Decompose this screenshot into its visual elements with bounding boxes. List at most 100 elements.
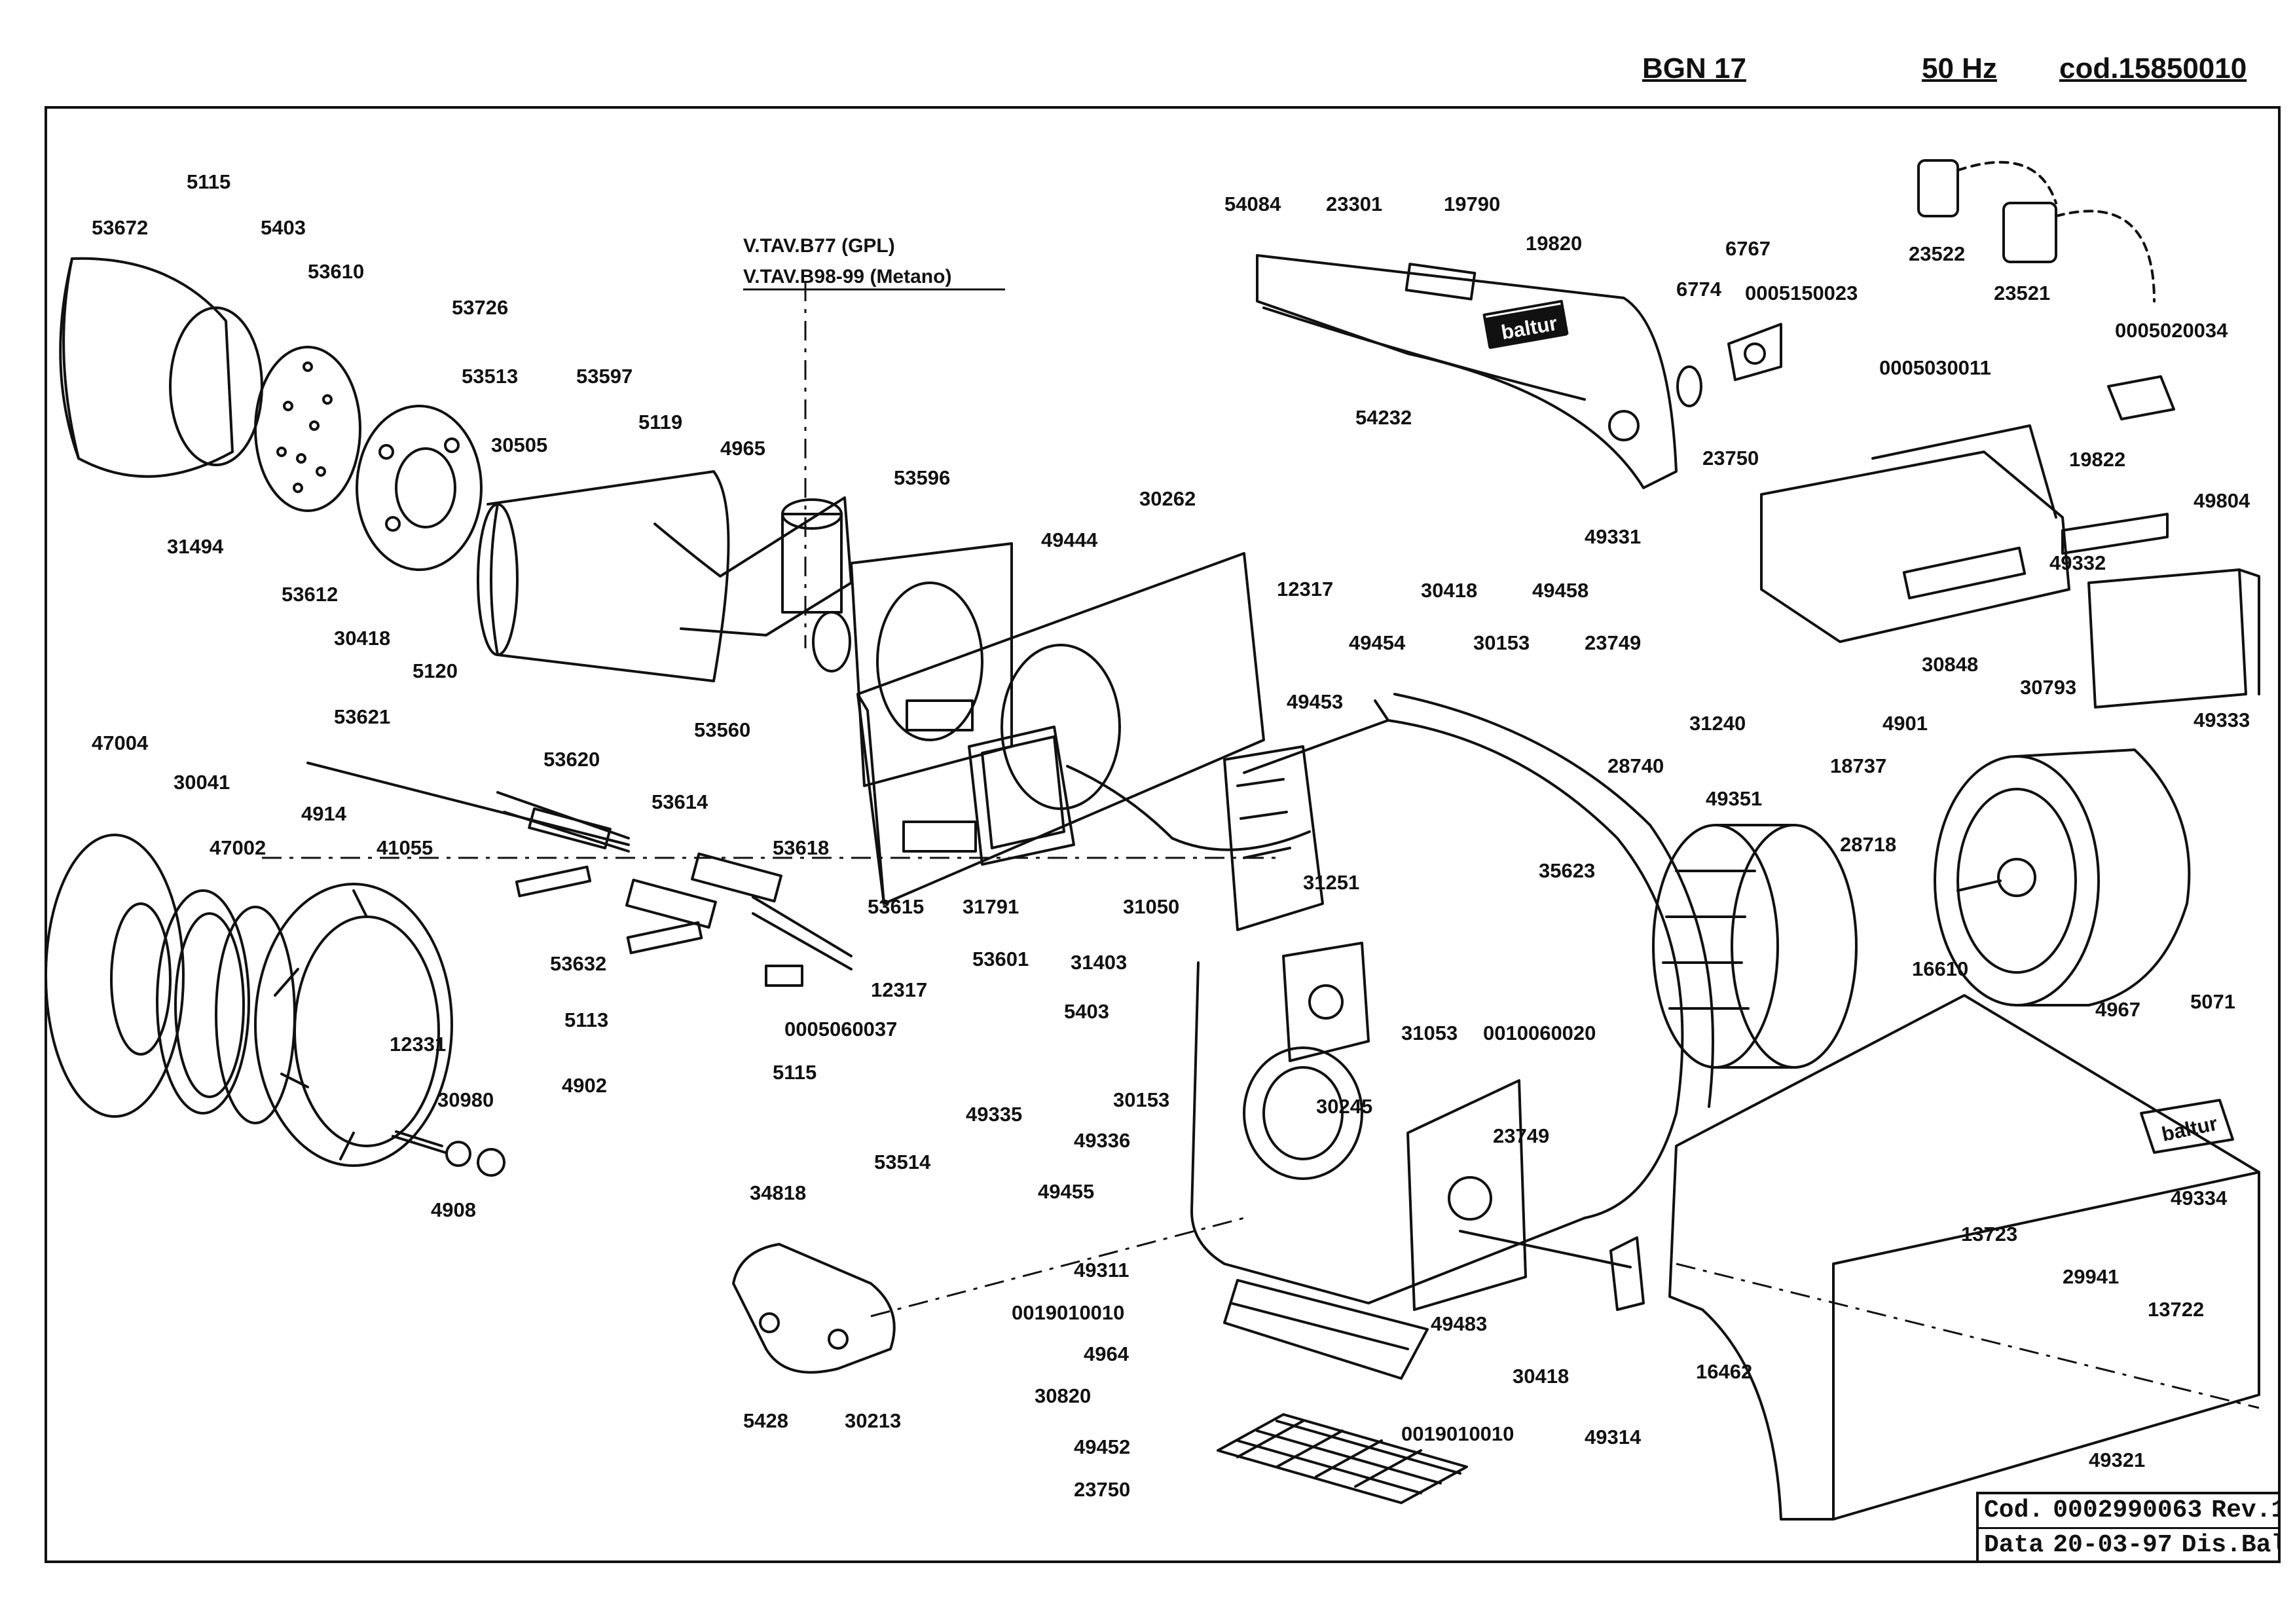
part-label-23749: 23749 bbox=[1585, 631, 1641, 654]
valve-note-gpl: V.TAV.B77 (GPL) bbox=[743, 235, 895, 257]
part-label-49453: 49453 bbox=[1287, 690, 1343, 713]
date-label: Data bbox=[1984, 1531, 2044, 1559]
part-label-49458: 49458 bbox=[1532, 579, 1588, 602]
part-label-49332: 49332 bbox=[2049, 551, 2106, 574]
part-label-41055: 41055 bbox=[376, 836, 433, 859]
part-label-12317: 12317 bbox=[1277, 578, 1333, 600]
part-label-49455: 49455 bbox=[1038, 1180, 1094, 1203]
part-label-19790: 19790 bbox=[1444, 193, 1500, 215]
rod-49314 bbox=[1459, 1230, 1645, 1311]
part-label-31251: 31251 bbox=[1303, 871, 1359, 894]
flame-tube bbox=[477, 470, 730, 682]
diffuser-disc bbox=[254, 346, 361, 512]
drawing-frame bbox=[45, 106, 2281, 1563]
part-label-13723: 13723 bbox=[1961, 1223, 2017, 1246]
gas-manifold bbox=[653, 496, 853, 673]
part-label-0005150023: 0005150023 bbox=[1745, 282, 1858, 304]
top-cover-54232 bbox=[1256, 254, 1678, 489]
terminal-0005020034 bbox=[2107, 375, 2175, 420]
part-label-53514: 53514 bbox=[874, 1151, 931, 1173]
part-label-5403: 5403 bbox=[1064, 1000, 1109, 1023]
cover-49334 bbox=[1668, 994, 2260, 1521]
part-label-4901: 4901 bbox=[1882, 712, 1928, 735]
part-label-49351: 49351 bbox=[1706, 787, 1762, 810]
part-label-23521: 23521 bbox=[1994, 282, 2050, 304]
document-code: 0002990063 bbox=[2053, 1496, 2203, 1524]
part-label-31050: 31050 bbox=[1123, 895, 1179, 918]
part-label-4964: 4964 bbox=[1084, 1342, 1129, 1365]
part-label-12331: 12331 bbox=[390, 1033, 446, 1056]
fan-wheel-49351 bbox=[1652, 824, 1858, 1069]
part-label-53672: 53672 bbox=[92, 216, 148, 239]
part-label-23750: 23750 bbox=[1074, 1478, 1130, 1501]
part-label-53621: 53621 bbox=[334, 705, 390, 728]
part-label-0019010010: 0019010010 bbox=[1401, 1422, 1514, 1445]
part-label-49334: 49334 bbox=[2171, 1187, 2228, 1209]
part-label-31053: 31053 bbox=[1401, 1022, 1458, 1044]
part-label-6774: 6774 bbox=[1676, 278, 1722, 301]
part-label-31240: 31240 bbox=[1689, 712, 1746, 735]
sight-glass bbox=[1676, 323, 1782, 407]
part-label-49331: 49331 bbox=[1585, 525, 1641, 548]
part-label-49335: 49335 bbox=[966, 1103, 1022, 1126]
part-label-53513: 53513 bbox=[462, 365, 518, 388]
flame-head-cone bbox=[59, 257, 263, 478]
part-label-53612: 53612 bbox=[282, 583, 338, 606]
part-label-28740: 28740 bbox=[1607, 754, 1664, 777]
drawing-code: cod.15850010 bbox=[2059, 52, 2247, 84]
model-title: BGN 17 bbox=[1642, 52, 1746, 84]
part-label-53610: 53610 bbox=[308, 260, 364, 283]
part-label-34818: 34818 bbox=[750, 1181, 806, 1204]
part-label-23749: 23749 bbox=[1493, 1124, 1549, 1147]
grille-49452 bbox=[1217, 1413, 1468, 1504]
part-label-30245: 30245 bbox=[1316, 1095, 1372, 1118]
part-label-53618: 53618 bbox=[773, 836, 829, 859]
part-label-29941: 29941 bbox=[2063, 1265, 2119, 1288]
part-label-30793: 30793 bbox=[2020, 676, 2076, 699]
bracket-49804 bbox=[2087, 568, 2260, 709]
part-label-0019010010: 0019010010 bbox=[1012, 1301, 1124, 1324]
date: 20-03-97 bbox=[2053, 1531, 2173, 1559]
plate-34818 bbox=[732, 1243, 896, 1374]
axis-line-cover bbox=[1676, 1263, 2260, 1409]
part-label-30153: 30153 bbox=[1113, 1088, 1169, 1111]
part-label-23522: 23522 bbox=[1909, 242, 1965, 265]
part-label-49804: 49804 bbox=[2194, 489, 2250, 512]
part-label-13722: 13722 bbox=[2148, 1298, 2204, 1321]
drawn-by: Dis.Balboni D. bbox=[2181, 1531, 2281, 1559]
part-label-23750: 23750 bbox=[1702, 447, 1759, 470]
part-label-5113: 5113 bbox=[564, 1008, 608, 1031]
part-label-4914: 4914 bbox=[301, 802, 347, 825]
part-label-49336: 49336 bbox=[1074, 1129, 1130, 1152]
part-label-0005030011: 0005030011 bbox=[1879, 356, 1991, 379]
part-label-54084: 54084 bbox=[1224, 193, 1281, 215]
title-block-date-row: Data 20-03-97 Dis.Balboni D. bbox=[1979, 1527, 2281, 1562]
valve-note-metano: V.TAV.B98-99 (Metano) bbox=[743, 266, 951, 287]
part-label-28718: 28718 bbox=[1840, 833, 1896, 856]
flame-head-flange bbox=[356, 405, 483, 571]
burner-housing bbox=[1190, 693, 1714, 1311]
part-label-53560: 53560 bbox=[694, 718, 750, 741]
part-label-49444: 49444 bbox=[1041, 528, 1098, 551]
ignition-electrodes bbox=[306, 762, 853, 987]
part-label-23301: 23301 bbox=[1326, 193, 1382, 215]
part-label-49314: 49314 bbox=[1585, 1426, 1642, 1449]
part-label-30820: 30820 bbox=[1035, 1384, 1091, 1407]
part-label-49483: 49483 bbox=[1431, 1312, 1487, 1335]
part-label-18737: 18737 bbox=[1830, 754, 1886, 777]
part-label-5115: 5115 bbox=[773, 1061, 817, 1084]
plate-49444 bbox=[856, 552, 1265, 905]
ring-30041 bbox=[156, 889, 250, 1115]
part-label-53726: 53726 bbox=[452, 296, 508, 319]
part-label-31494: 31494 bbox=[167, 535, 224, 558]
part-label-4908: 4908 bbox=[431, 1198, 476, 1221]
axis-line-plate bbox=[870, 1217, 1245, 1318]
part-label-30262: 30262 bbox=[1139, 487, 1196, 510]
part-label-35623: 35623 bbox=[1539, 859, 1595, 882]
part-label-4902: 4902 bbox=[562, 1074, 607, 1097]
part-label-54232: 54232 bbox=[1355, 406, 1412, 429]
motor-16610 bbox=[1934, 748, 2191, 1006]
part-label-30418: 30418 bbox=[1513, 1365, 1569, 1388]
